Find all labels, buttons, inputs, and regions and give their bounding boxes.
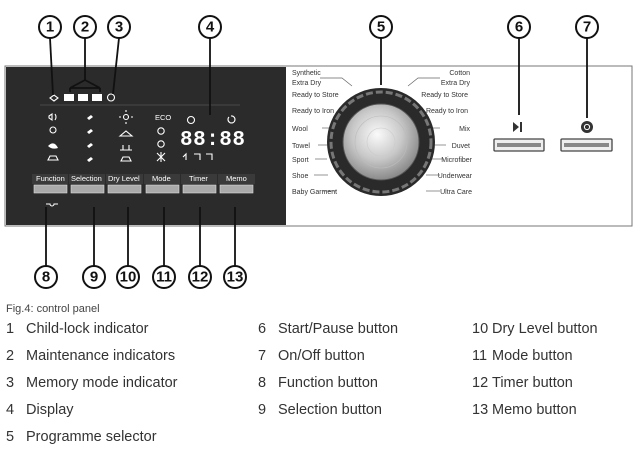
- callout-13: 13: [223, 265, 247, 289]
- figure-caption: Fig.4: control panel: [6, 303, 100, 315]
- callout-11: 11: [152, 265, 176, 289]
- svg-text:4: 4: [206, 19, 215, 36]
- prog-mix: Mix: [459, 126, 470, 133]
- prog-extra-dry-right: Extra Dry: [441, 80, 471, 87]
- programme-labels-right: Cotton Extra Dry Ready to Store Ready to…: [421, 70, 472, 196]
- callout-12: 12: [188, 265, 212, 289]
- display: 88:88: [180, 115, 246, 160]
- memory-mode-indicator: [106, 93, 116, 102]
- status-icons-col4: ECO: [155, 113, 171, 162]
- callout-10: 10: [116, 265, 140, 289]
- display-digits: 88:88: [180, 129, 246, 152]
- selection-button-group[interactable]: Selection: [69, 174, 105, 194]
- mode-button-group[interactable]: Mode: [144, 174, 180, 194]
- callout-7: 7: [575, 15, 599, 39]
- callout-6: 6: [507, 15, 531, 39]
- prog-ready-to-iron-right: Ready to Iron: [426, 108, 468, 115]
- prog-wool: Wool: [292, 126, 308, 133]
- prog-synthetic: Synthetic: [292, 70, 321, 77]
- callout-8: 8: [34, 265, 58, 289]
- dry-level-button[interactable]: [107, 184, 142, 194]
- prog-underwear: Underwear: [438, 173, 473, 180]
- selection-button[interactable]: [70, 184, 105, 194]
- svg-text:5: 5: [377, 19, 385, 36]
- programme-selector-knob[interactable]: [327, 88, 435, 196]
- svg-text:13: 13: [227, 269, 244, 286]
- callout-9: 9: [82, 265, 106, 289]
- timer-button-group[interactable]: Timer: [181, 174, 217, 194]
- svg-text:10: 10: [120, 269, 137, 286]
- svg-text:6: 6: [515, 19, 523, 36]
- programme-labels-left: Synthetic Extra Dry Ready to Store Ready…: [292, 70, 339, 196]
- selection-button-label: Selection: [71, 174, 102, 183]
- dry-level-button-group[interactable]: Dry Level: [106, 174, 143, 194]
- mode-button-label: Mode: [152, 174, 171, 183]
- function-button-group[interactable]: Function: [32, 174, 68, 207]
- memo-button[interactable]: [219, 184, 254, 194]
- callout-1: 1: [38, 15, 62, 39]
- memo-button-label: Memo: [226, 174, 247, 183]
- control-panel-diagram: ECO 88:88 Function Selection Dry Level M…: [4, 15, 633, 289]
- callout-5: 5: [369, 15, 393, 39]
- prog-shoe: Shoe: [292, 173, 308, 180]
- prog-extra-dry-left: Extra Dry: [292, 80, 322, 87]
- child-lock-indicator: [49, 94, 59, 102]
- callout-3: 3: [107, 15, 131, 39]
- svg-text:12: 12: [192, 269, 209, 286]
- svg-text:8: 8: [42, 269, 50, 286]
- on-off-button[interactable]: [560, 121, 613, 152]
- timer-button-label: Timer: [189, 174, 208, 183]
- status-icons-col3: [118, 110, 134, 162]
- prog-ready-to-store-right: Ready to Store: [421, 92, 468, 99]
- prog-ready-to-store-left: Ready to Store: [292, 92, 339, 99]
- status-icons-col2: [87, 115, 93, 162]
- status-icons-col1: [47, 112, 59, 161]
- svg-text:2: 2: [81, 19, 89, 36]
- maintenance-indicators: [64, 94, 102, 101]
- callout-4: 4: [198, 15, 222, 39]
- memo-button-group[interactable]: Memo: [218, 174, 255, 194]
- function-button[interactable]: [33, 184, 68, 194]
- svg-text:1: 1: [46, 19, 54, 36]
- prog-microfiber: Microfiber: [441, 157, 472, 164]
- dry-level-button-label: Dry Level: [108, 174, 140, 183]
- start-pause-button[interactable]: [493, 122, 545, 152]
- callout-2: 2: [73, 15, 97, 39]
- svg-text:11: 11: [156, 269, 172, 286]
- svg-text:3: 3: [115, 19, 123, 36]
- svg-text:9: 9: [90, 269, 98, 286]
- eco-label: ECO: [155, 113, 171, 122]
- prog-duvet: Duvet: [452, 143, 470, 150]
- prog-ready-to-iron-left: Ready to Iron: [292, 108, 334, 115]
- prog-ultra-care: Ultra Care: [440, 189, 472, 196]
- prog-cotton: Cotton: [449, 70, 470, 77]
- prog-sport: Sport: [292, 157, 309, 164]
- mode-button[interactable]: [145, 184, 180, 194]
- function-button-label: Function: [36, 174, 65, 183]
- prog-towel: Towel: [292, 143, 310, 150]
- timer-button[interactable]: [182, 184, 217, 194]
- prog-baby-garment: Baby Garment: [292, 189, 337, 196]
- svg-text:7: 7: [583, 19, 591, 36]
